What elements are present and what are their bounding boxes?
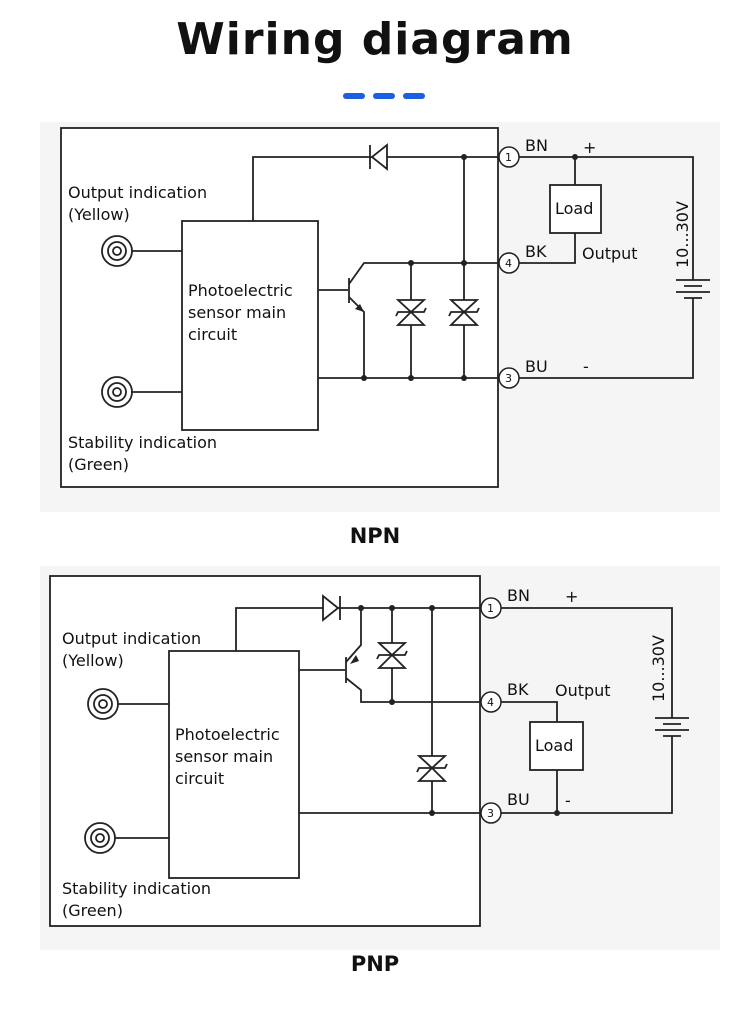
accent-dash (403, 93, 425, 99)
stability-indication-label: Stability indication (62, 879, 211, 898)
svg-text:1: 1 (487, 602, 494, 615)
zener-diode-icon (416, 755, 448, 782)
output-indication-color: (Yellow) (62, 651, 124, 670)
zener-diode-icon (395, 299, 427, 326)
zener-diode-icon (448, 299, 480, 326)
stability-indication-label: Stability indication (68, 433, 217, 452)
output-indication-color: (Yellow) (68, 205, 130, 224)
main-circuit-box (181, 220, 319, 431)
circuit-label-line1: Photoelectric (188, 281, 293, 300)
diode-icon (369, 143, 388, 171)
wire-bn-label: BN (507, 586, 530, 605)
output-label: Output (582, 244, 638, 263)
negative-sign: - (583, 357, 589, 376)
pnp-caption: PNP (350, 952, 400, 976)
accent-dash (373, 93, 395, 99)
battery-icon (676, 279, 710, 299)
output-indication-label: Output indication (62, 629, 201, 648)
diode-icon (322, 594, 341, 622)
svg-text:1: 1 (505, 151, 512, 164)
load-box (529, 721, 584, 771)
svg-text:3: 3 (505, 372, 512, 385)
voltage-label: 10...30V (649, 635, 668, 702)
svg-text:4: 4 (505, 257, 512, 270)
circuit-label-line1: Photoelectric (175, 725, 280, 744)
npn-wiring-diagram: Photoelectric sensor main circuit Output… (60, 127, 710, 488)
pnp-transistor-icon (299, 608, 480, 703)
wire-bu-label: BU (525, 357, 548, 376)
page-title: Wiring diagram (176, 14, 574, 65)
npn-transistor-icon (318, 262, 498, 378)
load-label: Load (535, 736, 573, 755)
load-label: Load (555, 199, 593, 218)
pin-4-terminal: 4 (480, 691, 502, 713)
circuit-label-line2: sensor main (188, 303, 286, 322)
output-indication-label: Output indication (68, 183, 207, 202)
wire-bk-label: BK (507, 680, 529, 699)
positive-sign: + (565, 587, 578, 606)
wire-bk-label: BK (525, 242, 547, 261)
output-label: Output (555, 681, 611, 700)
stability-indication-color: (Green) (68, 455, 129, 474)
pin-1-terminal: 1 (480, 597, 502, 619)
accent-dash (343, 93, 365, 99)
zener-diode-icon (376, 642, 408, 669)
circuit-label-line3: circuit (188, 325, 237, 344)
battery-icon (655, 717, 689, 737)
pin-3-terminal: 3 (480, 802, 502, 824)
wire-bn-label: BN (525, 136, 548, 155)
negative-sign: - (565, 791, 571, 810)
voltage-label: 10...30V (673, 201, 692, 268)
load-box (549, 184, 602, 234)
svg-text:4: 4 (487, 696, 494, 709)
positive-sign: + (583, 138, 596, 157)
svg-text:3: 3 (487, 807, 494, 820)
wire-bu-label: BU (507, 790, 530, 809)
main-circuit-box (168, 650, 300, 879)
stability-indication-color: (Green) (62, 901, 123, 920)
title-underline-dashes (343, 93, 425, 99)
circuit-label-line3: circuit (175, 769, 224, 788)
circuit-label-line2: sensor main (175, 747, 273, 766)
npn-caption: NPN (349, 524, 401, 548)
